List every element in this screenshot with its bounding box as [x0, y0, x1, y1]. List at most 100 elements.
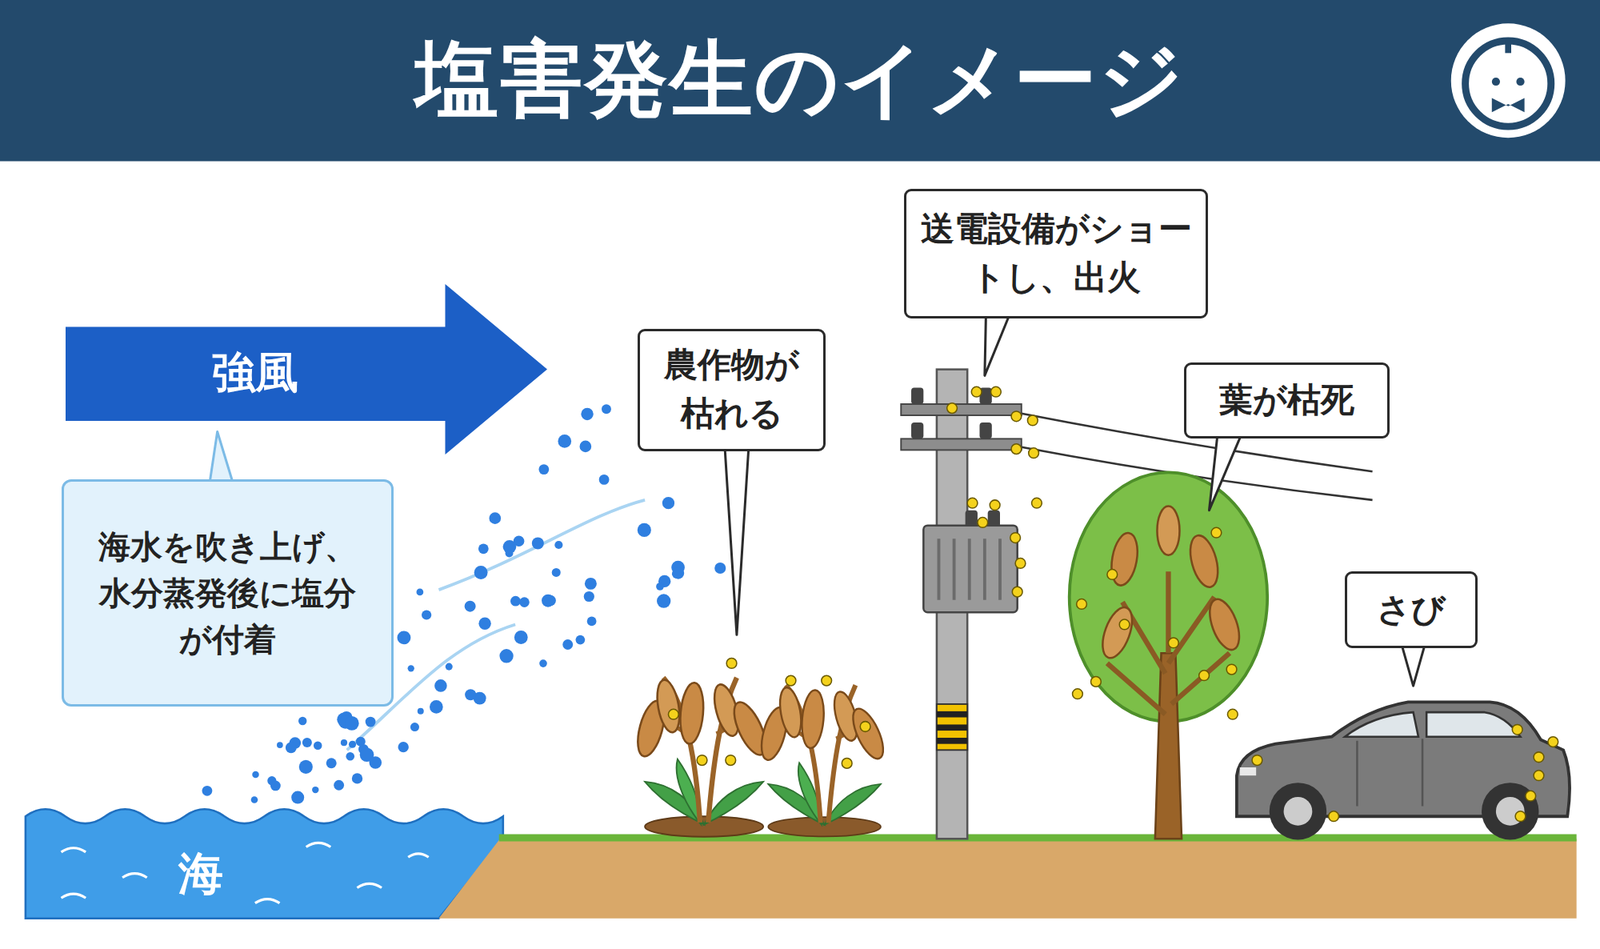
salt-deposit: [1027, 415, 1038, 426]
callout-text: さび: [1376, 585, 1446, 635]
sea-spray: [252, 771, 259, 778]
utility-pole: [900, 438, 1022, 450]
sea-spray: [478, 543, 489, 554]
sea-spray: [400, 633, 410, 643]
title-bar: [0, 0, 1600, 161]
sea-spray: [312, 786, 319, 793]
car: [1240, 767, 1256, 776]
arrow-label: 強風: [65, 326, 445, 420]
sea-spray: [408, 664, 415, 672]
sea-spray: [601, 404, 612, 414]
car: [1269, 782, 1327, 840]
sea-spray: [576, 635, 586, 645]
salt-deposit: [1548, 736, 1559, 748]
logo-icon: [1451, 23, 1566, 138]
salt-deposit: [1072, 688, 1084, 700]
explanation-text: 海水を吹き上げ、水分蒸発後に塩分が付着: [91, 523, 365, 663]
ground: [438, 837, 1576, 919]
sea-spray: [474, 565, 488, 580]
logo-icon: [1516, 77, 1524, 86]
utility-pole: [936, 724, 968, 731]
sea-spray: [656, 582, 664, 591]
ground: [499, 834, 1577, 842]
salt-deposit: [1028, 448, 1040, 459]
salt-deposit: [1199, 670, 1210, 681]
callout-tail: [209, 432, 234, 485]
salt-deposit: [1076, 599, 1088, 610]
sea-spray: [326, 757, 337, 768]
sea-spray: [539, 659, 548, 668]
sea-spray: [580, 440, 592, 453]
sea-label: 海: [178, 844, 224, 905]
sea-spray: [270, 780, 281, 792]
sea-spray: [464, 688, 476, 700]
sea-spray: [202, 785, 213, 796]
callout-tail: [724, 446, 749, 636]
salt-deposit: [971, 386, 982, 397]
car: [1284, 796, 1313, 826]
sea-spray: [365, 716, 376, 728]
arrow-shape: [65, 284, 548, 455]
sea-spray: [557, 434, 572, 448]
sea-spray: [464, 600, 476, 612]
sea-spray: [552, 568, 561, 577]
salt-deposit: [967, 497, 978, 508]
salt-deposit: [696, 755, 708, 766]
salt-deposit: [1533, 752, 1544, 763]
salt-deposit: [1010, 532, 1021, 544]
sea-spray: [410, 722, 420, 732]
arrow-shape: [65, 284, 548, 455]
salt-deposit: [785, 675, 796, 686]
sea-spray: [538, 464, 549, 475]
salt-deposit: [725, 755, 736, 766]
sea-spray: [637, 523, 652, 537]
sea-spray: [510, 596, 521, 607]
salt-deposit: [821, 675, 832, 686]
sea-spray: [562, 639, 573, 650]
sea-spray: [333, 780, 344, 791]
utility-pole: [900, 404, 1022, 416]
sea-spray: [352, 772, 363, 784]
sea-spray: [532, 536, 544, 549]
callout-text: 葉が枯死: [1219, 376, 1355, 425]
salt-deposit: [1012, 586, 1023, 597]
sea-spray: [584, 591, 595, 602]
sea-spray: [299, 760, 313, 774]
sea-spray: [505, 549, 514, 558]
wind-lines: [438, 500, 645, 590]
callout-box: 葉が枯死: [1184, 362, 1391, 440]
tree: [1204, 595, 1245, 654]
salt-deposit: [989, 500, 1000, 511]
car: [1344, 712, 1419, 737]
sea: [61, 842, 429, 903]
sea-spray: [313, 740, 323, 750]
tree: [1096, 603, 1138, 662]
callout-text: 農作物が枯れる: [657, 340, 806, 439]
tree: [1108, 531, 1142, 588]
sea-spray: [434, 679, 448, 692]
sea-spray: [429, 700, 444, 714]
salt-deposit: [1512, 724, 1523, 735]
sea-spray: [298, 716, 307, 725]
sea-spray: [398, 741, 409, 752]
sea-spray: [291, 791, 304, 804]
utility-pole: [936, 737, 968, 744]
salt-deposit: [947, 403, 958, 414]
logo-icon: [1465, 40, 1552, 127]
sea-spray: [519, 596, 530, 608]
title: 塩害発生のイメージ: [0, 0, 1600, 162]
salt-deposit: [1211, 527, 1222, 538]
utility-pole: [979, 422, 992, 439]
sea-spray: [344, 716, 360, 731]
salt-deposit: [1091, 676, 1102, 688]
salt-deposit: [1252, 755, 1263, 766]
callout-tail: [1208, 433, 1242, 510]
salt-deposit: [860, 721, 871, 732]
sea-spray: [251, 796, 259, 804]
title-bar: [0, 0, 1600, 161]
sea-spray: [302, 737, 312, 748]
salt-deposit: [1168, 637, 1179, 648]
utility-pole: [923, 525, 1017, 612]
